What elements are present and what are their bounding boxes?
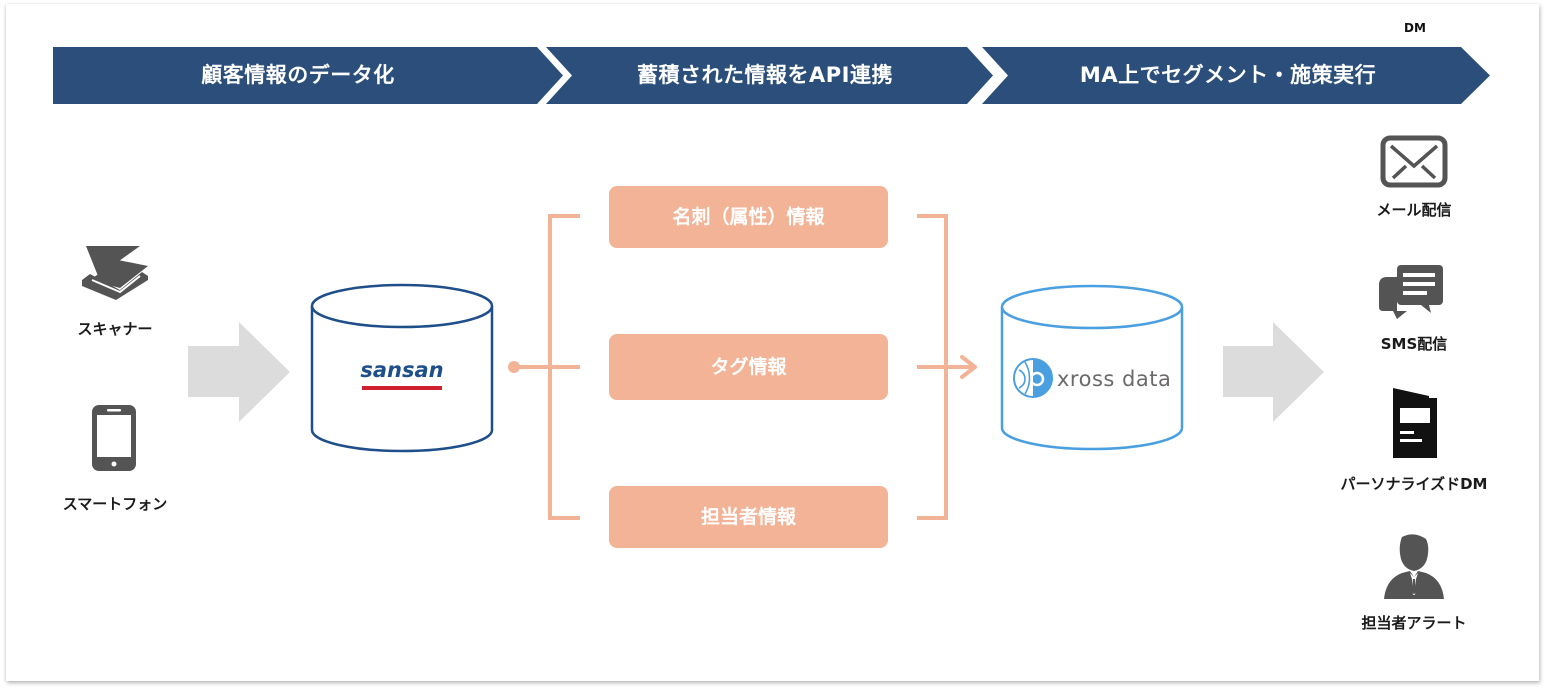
sansan-database xyxy=(310,283,494,453)
sms-label: SMS配信 xyxy=(1380,335,1448,353)
info-box-owner: 担当者情報 xyxy=(609,486,888,548)
scanner-label: スキャナー xyxy=(77,320,153,338)
left-bracket xyxy=(548,214,580,520)
smartphone-label: スマートフォン xyxy=(62,495,168,513)
mail-label: メール配信 xyxy=(1376,201,1452,219)
alert-label: 担当者アラート xyxy=(1361,614,1467,632)
scanner-icon xyxy=(82,246,148,300)
xross-logo-icon xyxy=(1013,358,1053,398)
chat-icon xyxy=(1379,265,1443,319)
flow-arrow-1 xyxy=(188,322,290,422)
sansan-logo: sansan xyxy=(360,358,443,382)
step-bar-2 xyxy=(546,47,993,104)
mail-icon xyxy=(1380,135,1448,188)
step-bar-3 xyxy=(982,47,1490,104)
flow-arrow-2 xyxy=(1223,322,1324,422)
dm-icon xyxy=(1393,388,1437,458)
person-icon xyxy=(1384,534,1444,599)
info-box-card-attributes: 名刺（属性）情報 xyxy=(609,186,888,248)
xross-logo-text: xross data xyxy=(1057,367,1171,391)
step-label-1: 顧客情報のデータ化 xyxy=(201,63,395,87)
dm-icon-text: DM xyxy=(1404,21,1426,35)
smartphone-icon xyxy=(92,405,136,471)
step-label-2: 蓄積された情報をAPI連携 xyxy=(637,63,893,87)
info-box-tags: タグ情報 xyxy=(609,334,888,400)
sansan-underline xyxy=(362,386,442,390)
right-arrowhead xyxy=(960,355,977,379)
dm-label: パーソナライズドDM xyxy=(1340,475,1488,493)
step-bar-1 xyxy=(53,47,563,104)
step-label-3: MA上でセグメント・施策実行 xyxy=(1079,63,1377,87)
xross-database xyxy=(1000,284,1184,451)
